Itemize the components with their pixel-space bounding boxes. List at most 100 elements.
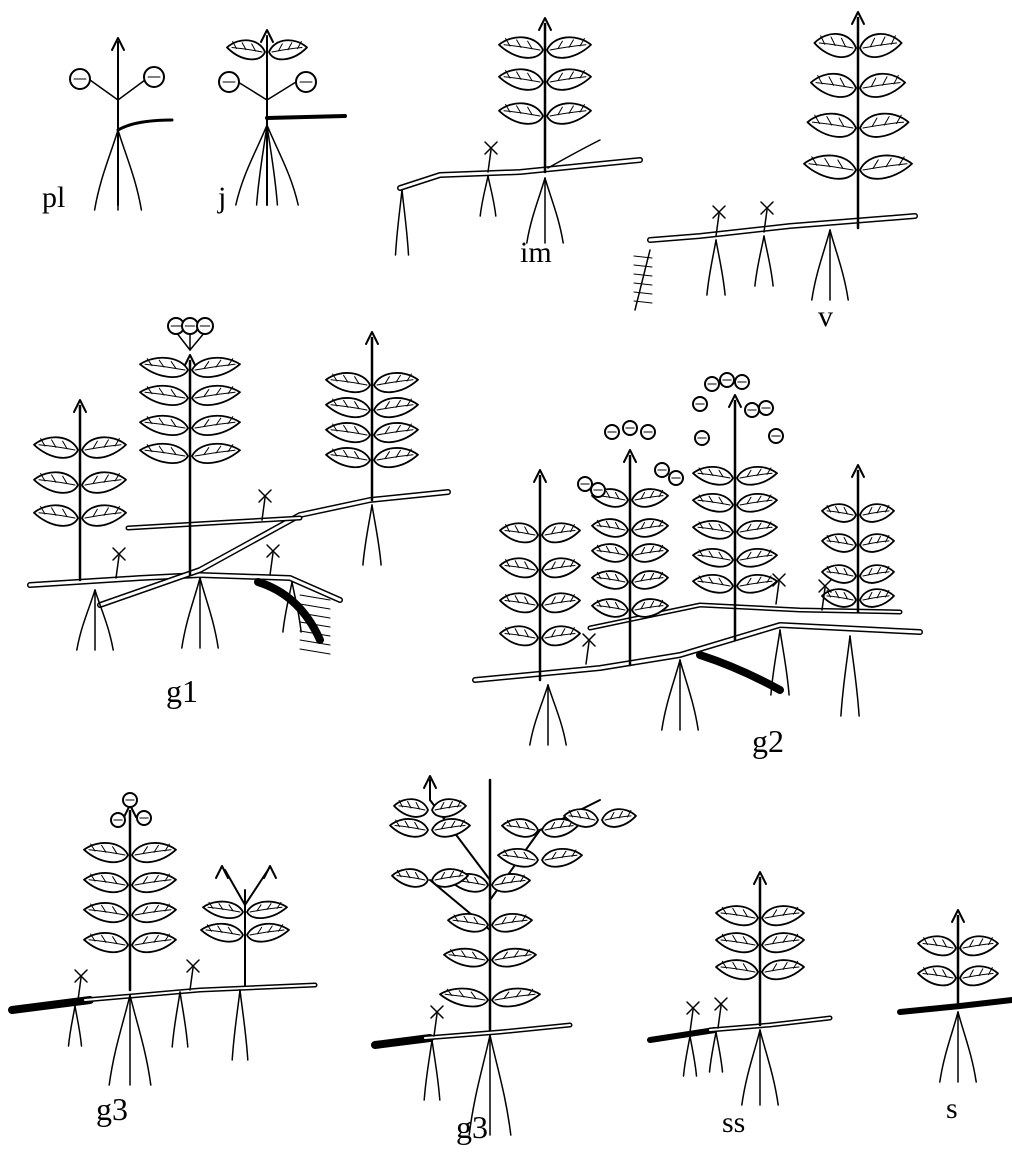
root — [240, 990, 248, 1060]
decay-hatch — [300, 640, 330, 645]
stage-im — [396, 18, 641, 255]
root — [940, 1012, 958, 1082]
root — [812, 230, 830, 300]
stage-j — [219, 30, 345, 205]
label-s: s — [946, 1092, 958, 1125]
root — [267, 125, 298, 205]
root — [180, 992, 188, 1047]
root — [130, 995, 151, 1085]
root — [850, 636, 859, 716]
root — [760, 1030, 778, 1105]
dead-shoot-stem — [78, 978, 81, 1000]
stage-s — [900, 910, 1012, 1082]
root — [707, 240, 716, 295]
stage-g2 — [475, 373, 920, 745]
root — [75, 1006, 82, 1046]
root — [236, 125, 267, 205]
stage-pl — [70, 38, 172, 210]
label-ss: ss — [722, 1106, 745, 1139]
cotyledon-petiole — [267, 82, 296, 100]
dead-shoot-stem — [718, 1006, 721, 1028]
root — [69, 1006, 76, 1046]
stage-g3-left — [12, 793, 315, 1085]
root — [432, 1040, 440, 1100]
root — [182, 578, 200, 648]
root — [480, 176, 488, 216]
cotyledon-petiole — [238, 82, 267, 100]
root — [742, 1030, 760, 1105]
stage-g1 — [30, 318, 448, 654]
old-rhizome — [258, 582, 320, 640]
root — [109, 995, 130, 1085]
branch — [225, 870, 245, 905]
root — [684, 1036, 691, 1076]
plant-drawings — [12, 12, 1012, 1135]
root — [396, 190, 403, 255]
dead-shoot-stem — [586, 642, 589, 664]
root — [690, 1036, 697, 1076]
dead-shoot-stem — [776, 582, 779, 604]
decay-hatch — [634, 256, 652, 258]
root — [527, 178, 545, 243]
side-shoot — [118, 120, 172, 130]
root — [841, 636, 850, 716]
dead-shoot-stem — [190, 968, 193, 990]
label-g3-left: g3 — [96, 1091, 128, 1127]
root — [662, 660, 680, 730]
decay-hatch — [300, 649, 330, 654]
root — [830, 230, 848, 300]
label-v: v — [818, 300, 833, 333]
label-im: im — [520, 236, 552, 269]
old-rhizome — [375, 1038, 430, 1045]
root — [530, 685, 548, 745]
old-rhizome — [700, 655, 780, 690]
cotyledon-petiole — [90, 80, 118, 100]
rhizome-core — [650, 216, 915, 240]
side-shoot — [267, 116, 345, 118]
root — [490, 1035, 511, 1135]
label-j: j — [217, 181, 226, 214]
root — [755, 236, 764, 286]
root — [232, 990, 240, 1060]
label-g3-right: g3 — [456, 1109, 488, 1145]
rhizome-core — [710, 1018, 830, 1030]
dead-shoot-stem — [690, 1010, 693, 1032]
stage-ss — [650, 872, 830, 1105]
label-pl: pl — [42, 181, 65, 214]
dead-shoot-stem — [270, 553, 273, 575]
root — [172, 992, 180, 1047]
root — [548, 685, 566, 745]
root — [363, 505, 372, 565]
root — [716, 240, 725, 295]
root — [77, 590, 95, 650]
root — [710, 1032, 717, 1072]
old-rhizome — [900, 1000, 1012, 1012]
root — [545, 178, 563, 243]
stage-v — [634, 12, 915, 310]
root — [716, 1032, 723, 1072]
decay-hatch — [634, 283, 652, 285]
old-rhizome — [650, 1030, 715, 1040]
dead-shoot-stem — [488, 150, 491, 172]
root — [764, 236, 773, 286]
root — [283, 582, 292, 632]
dead-shoot-stem — [116, 556, 119, 578]
dead-shoot-stem — [434, 1014, 437, 1036]
root — [402, 190, 409, 255]
root — [958, 1012, 976, 1082]
decay-hatch — [634, 265, 652, 267]
rhizome-core — [425, 1025, 570, 1038]
root — [372, 505, 381, 565]
old-rhizome — [12, 1000, 90, 1010]
root — [780, 630, 789, 695]
label-g1: g1 — [166, 673, 198, 709]
root — [424, 1040, 432, 1100]
decay-hatch — [634, 292, 652, 294]
root — [95, 130, 118, 210]
dead-shoot-stem — [262, 498, 265, 520]
root — [200, 578, 218, 648]
stage-g3-right — [375, 776, 636, 1135]
root — [118, 130, 141, 210]
